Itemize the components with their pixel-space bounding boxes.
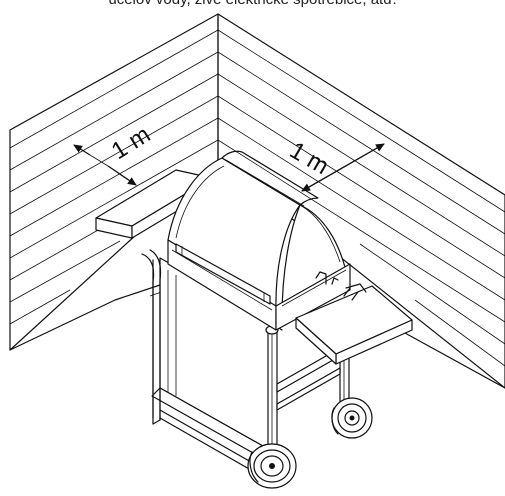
rear-wheel xyxy=(331,397,373,439)
left-leg-tube xyxy=(141,249,162,425)
right-wall xyxy=(217,13,505,389)
left-clearance-dimension: 1 m xyxy=(73,121,155,186)
lid-hardware xyxy=(315,271,339,285)
grill-illustration xyxy=(95,150,413,489)
front-wheel xyxy=(247,443,297,489)
left-distance-label: 1 m xyxy=(107,121,155,165)
right-clearance-dimension: 1 m xyxy=(285,137,385,192)
cropped-header-text: účelov vody, živé elektrické spotrebiče,… xyxy=(0,0,505,8)
grill-handle xyxy=(175,243,271,305)
right-side-shelf xyxy=(295,283,413,365)
